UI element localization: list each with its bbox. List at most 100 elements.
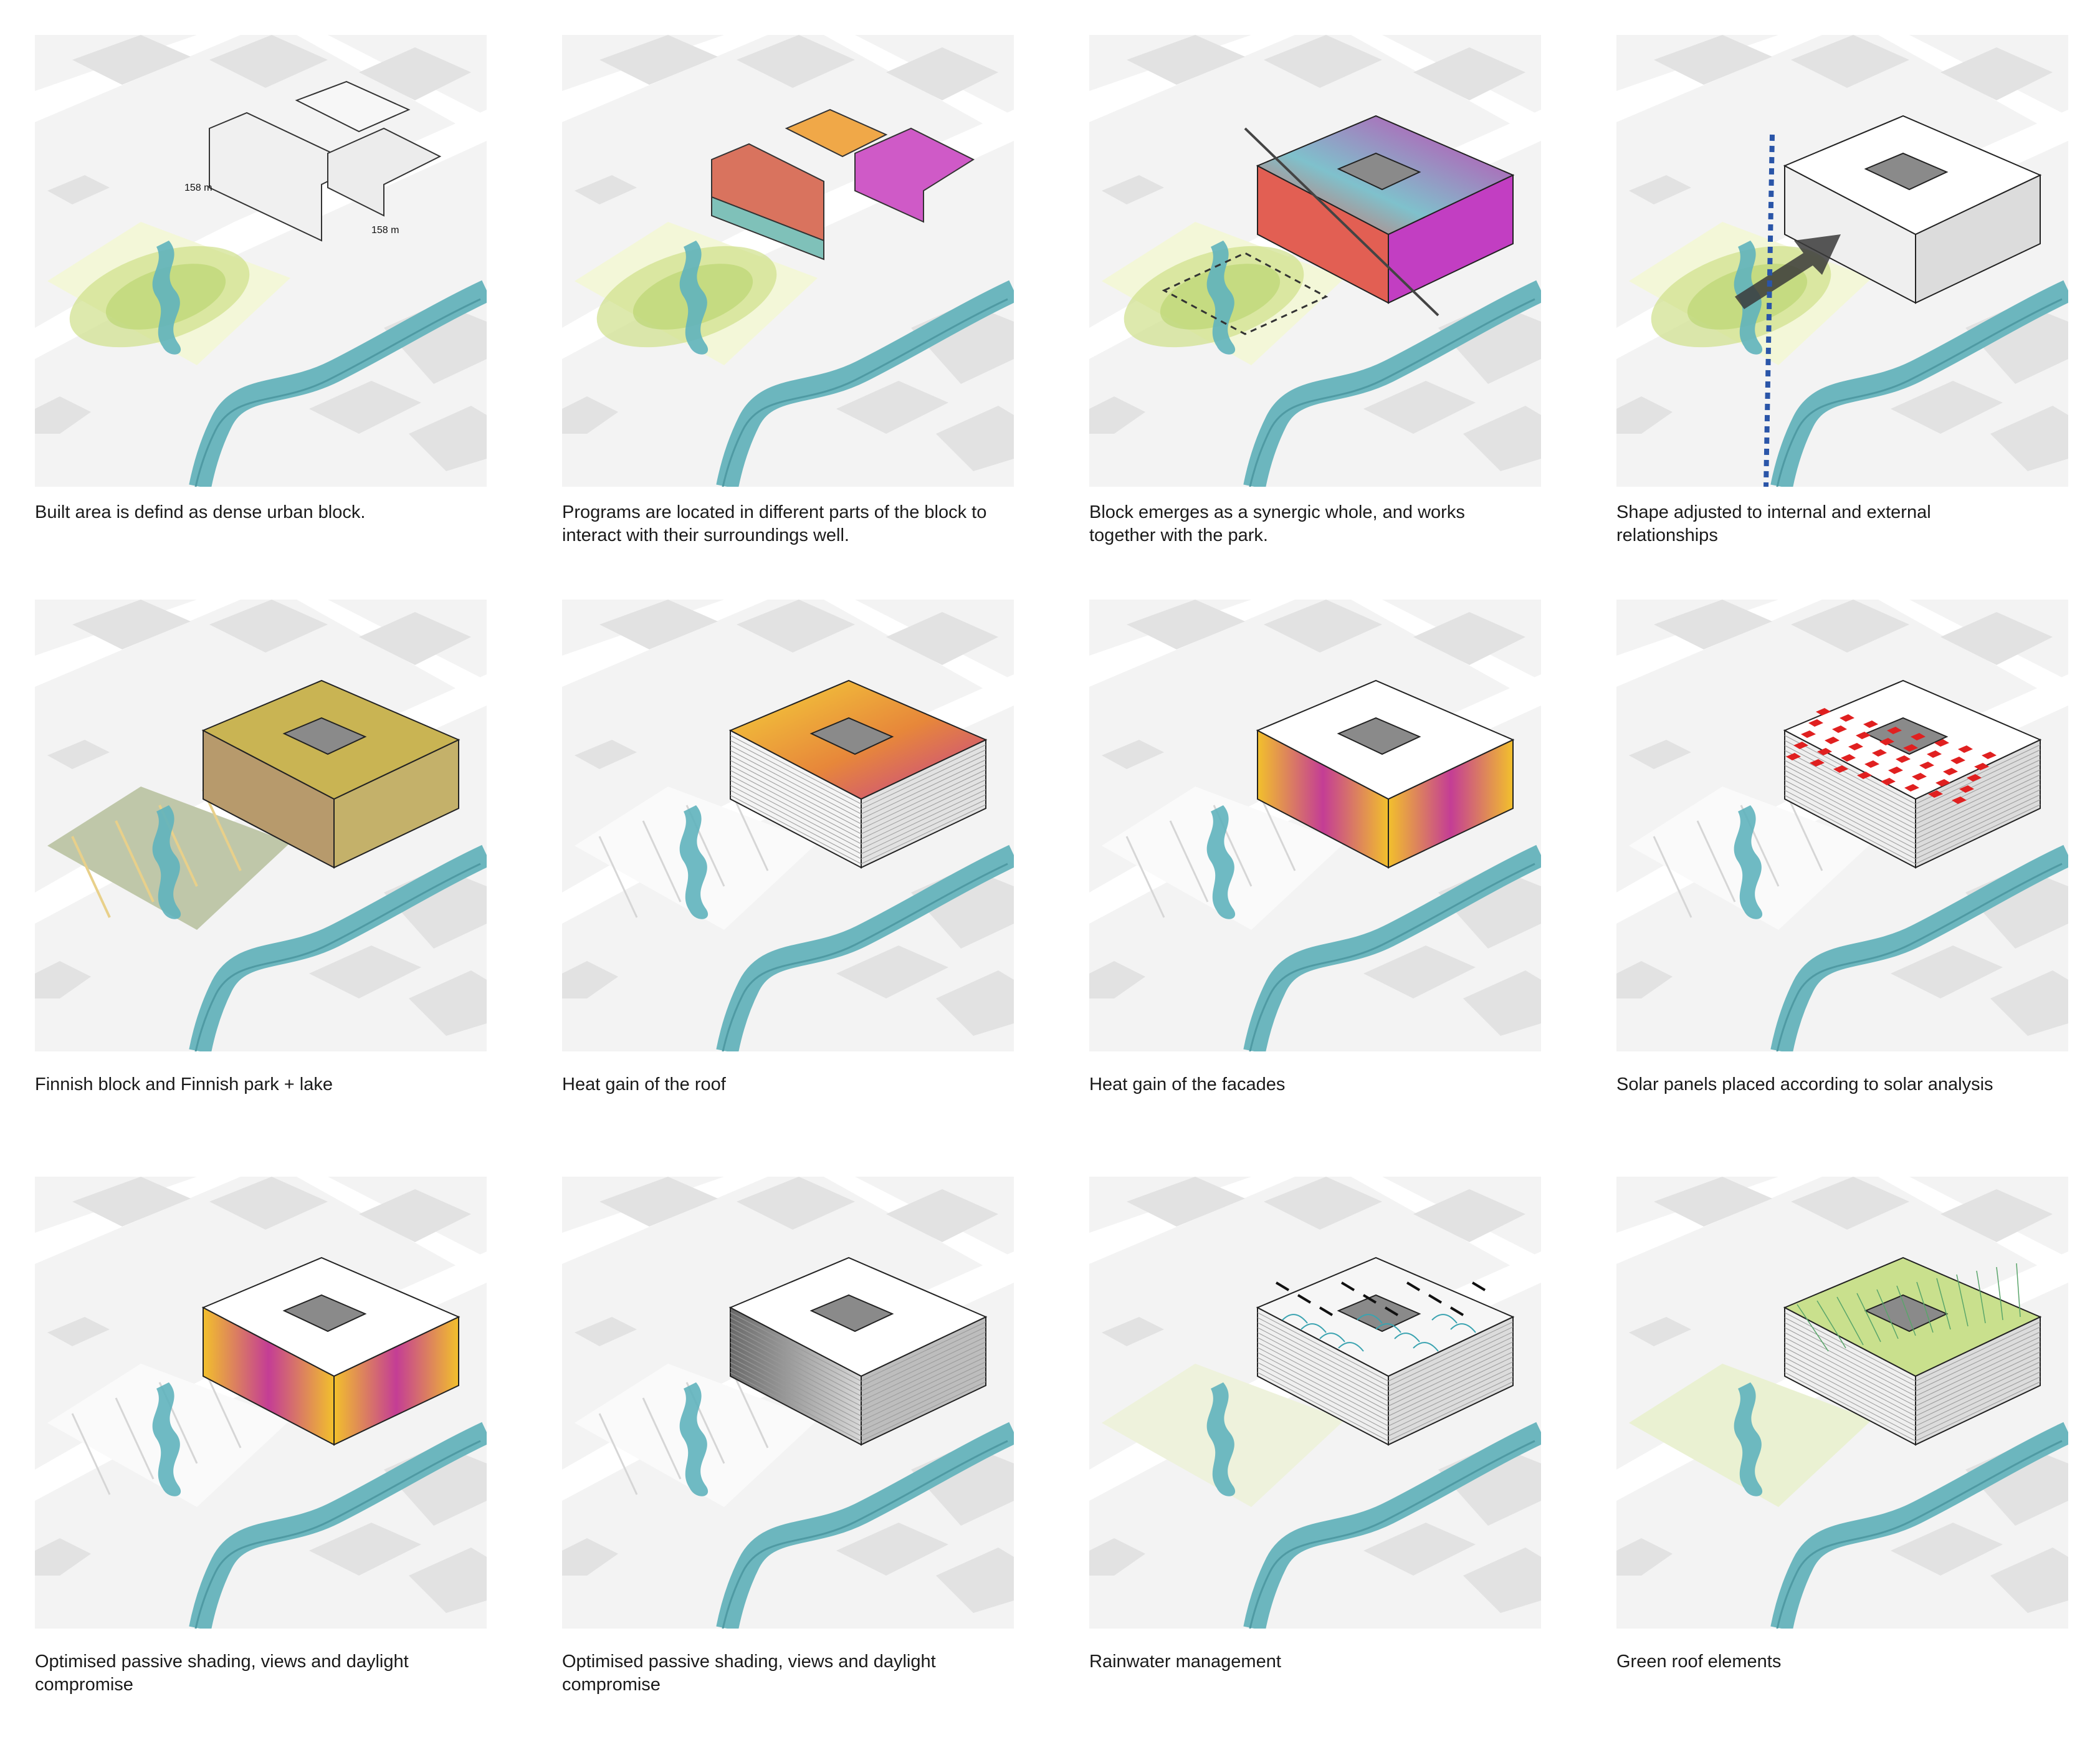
facade-line xyxy=(1915,789,2041,849)
context-block xyxy=(1891,945,2003,998)
context-block xyxy=(737,1177,855,1230)
facade-line xyxy=(1784,750,1916,820)
context-block xyxy=(309,381,421,434)
facade-line xyxy=(730,780,862,849)
context-block xyxy=(1127,35,1245,85)
facade-line xyxy=(861,1361,986,1422)
context-block xyxy=(1363,945,1476,998)
context-block xyxy=(1127,600,1245,649)
context-block xyxy=(1413,47,1525,100)
caption-line: Programs are located in different parts … xyxy=(562,502,987,522)
context-block xyxy=(1990,970,2068,1036)
context-block xyxy=(836,1523,948,1576)
park-path xyxy=(598,1413,638,1495)
context-block xyxy=(562,396,618,434)
diagram-rainwater xyxy=(1089,1177,1541,1629)
facade-line xyxy=(1915,1376,2041,1437)
facade-line xyxy=(1257,1337,1389,1407)
caption-11: Rainwater management xyxy=(1089,1650,1541,1673)
caption-line: compromise xyxy=(562,1675,661,1695)
park-path xyxy=(729,789,769,871)
context-block xyxy=(737,600,855,653)
facade-line xyxy=(1784,1317,1916,1387)
solar-panel xyxy=(1887,727,1902,734)
context-block xyxy=(1102,1317,1164,1346)
solar-panel xyxy=(1934,739,1949,747)
context-block xyxy=(72,35,191,85)
panel-7: Heat gain of the facades xyxy=(1089,600,1541,1094)
context-block xyxy=(47,740,110,769)
lake xyxy=(679,1382,709,1496)
facade-line xyxy=(1784,795,1916,864)
facade-line xyxy=(1784,765,1916,835)
courtyard xyxy=(1337,717,1421,755)
facade-line xyxy=(1257,1342,1389,1412)
building xyxy=(728,1256,988,1446)
lake xyxy=(1734,805,1763,919)
canal xyxy=(1243,280,1541,487)
context-block xyxy=(72,1177,191,1227)
park-path xyxy=(1256,789,1296,871)
flow-line xyxy=(1450,1323,1476,1333)
facade-line xyxy=(861,794,986,854)
lake xyxy=(1206,1382,1236,1496)
caption-8: Solar panels placed according to solar a… xyxy=(1616,1073,2068,1096)
solar-panel xyxy=(1793,742,1808,749)
caption-line: together with the park. xyxy=(1089,525,1268,545)
facade-line xyxy=(1388,1351,1514,1412)
facade-line xyxy=(1257,1317,1389,1387)
facade-line xyxy=(1915,1331,2041,1392)
facade-line xyxy=(1784,1312,1916,1382)
facade-line xyxy=(1915,1381,2041,1442)
park-path xyxy=(1653,836,1692,918)
vegetation-line xyxy=(1856,1293,1881,1342)
canal xyxy=(716,280,1014,487)
facade-line xyxy=(1915,774,2041,835)
facade-line xyxy=(1784,1357,1916,1427)
facade-line xyxy=(1784,790,1916,859)
facade-line xyxy=(1915,794,2041,854)
facade-line xyxy=(1257,1347,1389,1417)
facade-line xyxy=(730,1327,862,1397)
park-path xyxy=(202,789,242,871)
diagram-shading-color xyxy=(35,1177,487,1629)
caption-line: Shape adjusted to internal and external xyxy=(1616,502,1931,522)
park xyxy=(575,1364,818,1507)
park-link-frame xyxy=(1162,252,1329,335)
facade-line xyxy=(1784,1332,1916,1402)
canal-edge xyxy=(1776,1440,2063,1629)
park-path xyxy=(642,1397,682,1480)
flow-arrow xyxy=(1297,1294,1312,1304)
context-block xyxy=(1629,1317,1691,1346)
caption-5: Finnish block and Finnish park + lake xyxy=(35,1073,487,1096)
building xyxy=(1783,115,2042,304)
diagram-programs xyxy=(562,35,1014,487)
facade-line xyxy=(861,774,986,835)
context-block xyxy=(409,970,487,1036)
caption-line: Optimised passive shading, views and day… xyxy=(35,1652,409,1672)
facade-line xyxy=(730,740,862,810)
facade-line xyxy=(1257,1322,1389,1392)
solar-panel xyxy=(1927,750,1942,758)
caption-7: Heat gain of the facades xyxy=(1089,1073,1541,1096)
flow-line xyxy=(1375,1323,1401,1333)
facade-line xyxy=(1784,775,1916,845)
facade-line xyxy=(1257,1352,1389,1422)
panel-2: Programs are located in different parts … xyxy=(562,35,1014,545)
context-block xyxy=(1363,1523,1476,1576)
building xyxy=(1256,115,1515,304)
context-block xyxy=(1102,175,1164,204)
facade-line xyxy=(1915,764,2041,825)
caption-line: relationships xyxy=(1616,525,1718,545)
canal-edge xyxy=(1776,298,2063,487)
rain-flow xyxy=(1275,1281,1486,1352)
context-block xyxy=(1463,970,1541,1036)
facade-line xyxy=(730,1332,862,1402)
caption-9: Optimised passive shading, views and day… xyxy=(35,1650,487,1696)
flow-line xyxy=(1282,1314,1308,1324)
solar-panel xyxy=(1943,768,1958,775)
lake xyxy=(152,805,181,919)
facade-line xyxy=(1784,1362,1916,1432)
context-block xyxy=(1654,35,1772,85)
panel-10: Optimised passive shading, views and day… xyxy=(562,1177,1014,1695)
